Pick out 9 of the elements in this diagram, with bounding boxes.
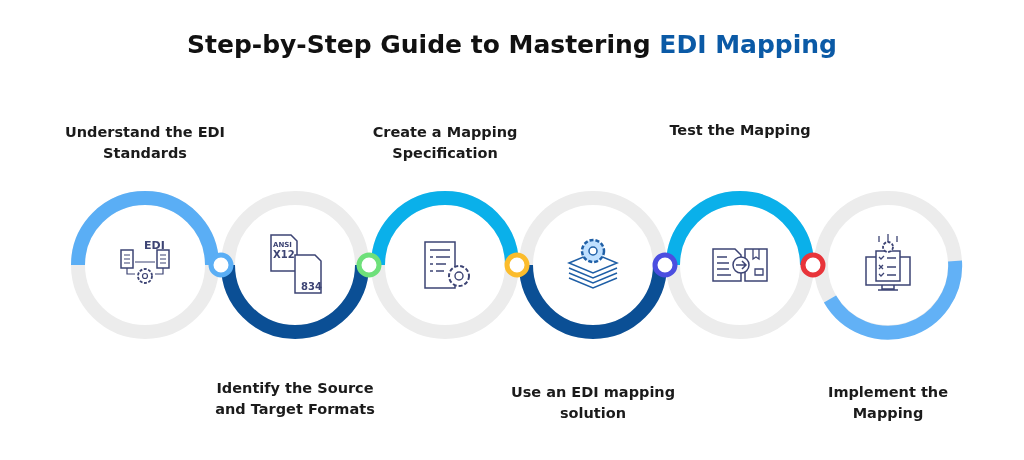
step-label: Test the Mapping: [668, 121, 812, 140]
step-label: Implement the Mapping: [827, 383, 949, 423]
step-label: Use an EDI mapping solution: [509, 383, 677, 423]
icon-text: X12: [273, 250, 295, 260]
step-label: Create a Mapping Specification: [371, 123, 519, 163]
title: Step-by-Step Guide to Mastering EDI Mapping: [187, 30, 837, 59]
step-label: Understand the EDI Standards: [64, 123, 226, 163]
step-label: Identify the Source and Target Formats: [214, 379, 376, 419]
icon-text: EDI: [144, 241, 165, 251]
